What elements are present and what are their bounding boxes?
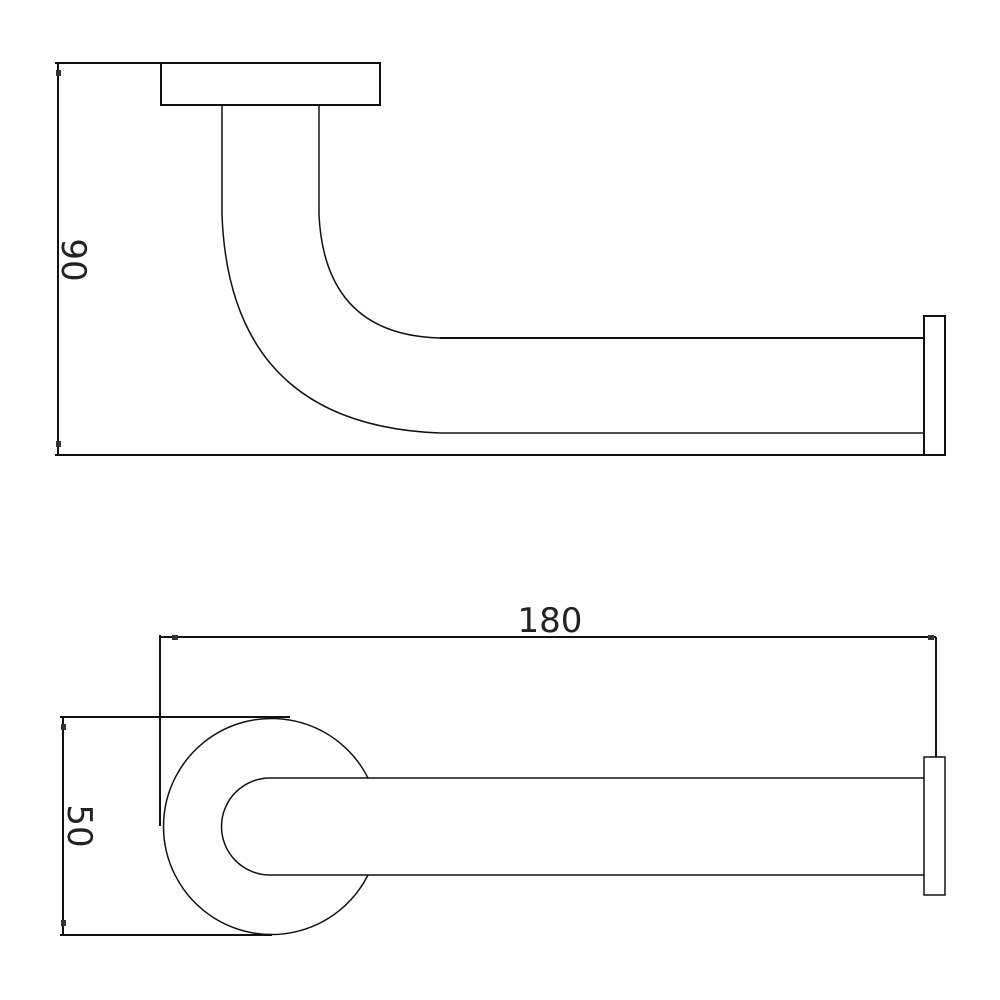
rosette-circle <box>162 717 369 936</box>
dimension-tick <box>56 70 61 76</box>
end-cap <box>923 756 946 896</box>
dimension-tick <box>172 635 178 640</box>
wall-plate <box>160 62 381 106</box>
top-view: 180 50 <box>59 601 946 936</box>
end-cap <box>923 315 946 456</box>
side-view: 90 <box>53 62 946 456</box>
dimension-tick <box>61 724 66 730</box>
dimension-tick <box>61 920 66 926</box>
tube-end-round <box>220 777 271 876</box>
tube-inner-bend <box>318 214 441 339</box>
height-dimension-label: 90 <box>53 238 93 281</box>
dimension-tick <box>56 441 61 447</box>
diameter-dimension-label: 50 <box>59 804 99 847</box>
length-dimension-label: 180 <box>518 601 583 641</box>
tube-outer-bend <box>221 214 441 434</box>
dimension-tick <box>928 635 934 640</box>
